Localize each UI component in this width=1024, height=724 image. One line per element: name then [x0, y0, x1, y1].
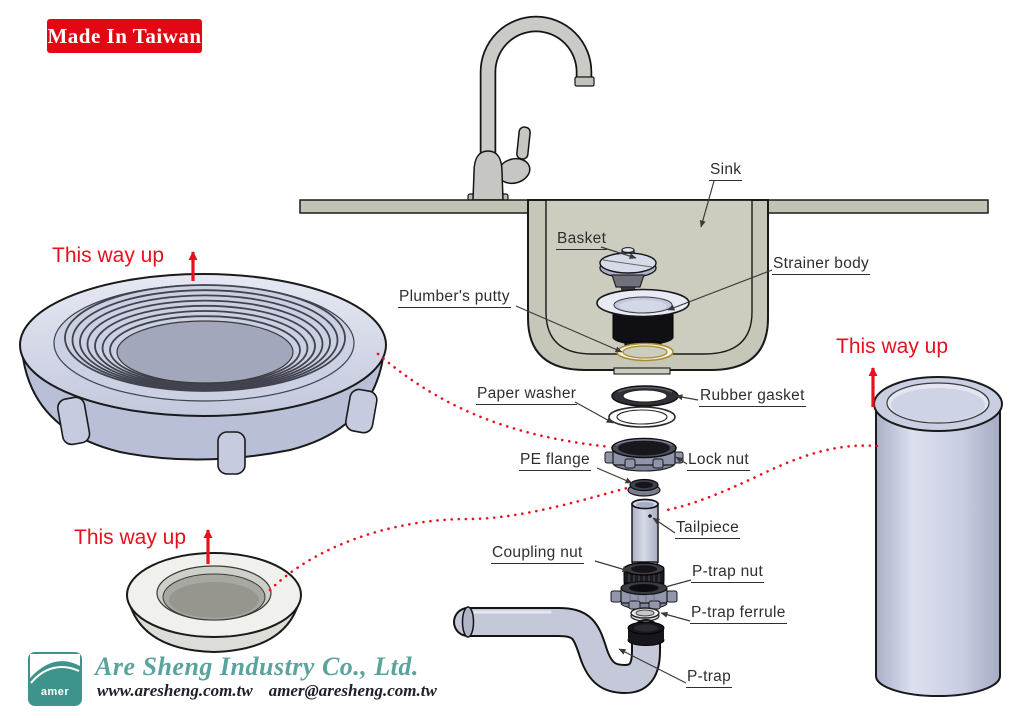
orientation-arrows: [188, 251, 878, 564]
plumbers-putty-part: [616, 342, 674, 362]
leader-lock-nut: [675, 456, 688, 465]
leader-p-trap-ferrule: [660, 611, 691, 622]
this-way-up-note-locknut: This way up: [52, 244, 165, 267]
leader-p-trap-nut: [657, 579, 692, 591]
label-lock-nut: Lock nut: [687, 451, 750, 471]
rubber-gasket-part: [611, 385, 679, 407]
label-coupling-nut: Coupling nut: [491, 544, 584, 564]
sink-basin: [527, 199, 769, 375]
tailpiece-large-illustration: [873, 376, 1003, 697]
label-pe-flange: PE flange: [519, 451, 591, 471]
p-trap-ferrule-part: [630, 607, 660, 622]
faucet-illustration: [467, 15, 595, 202]
leader-plumbers-putty: [515, 305, 623, 353]
dotted-connector-lines: [268, 352, 879, 592]
this-way-up-note-peflange: This way up: [74, 526, 187, 549]
company-email: amer@aresheng.com.tw: [268, 681, 437, 700]
label-plumbers-putty: Plumber's putty: [398, 288, 511, 308]
tailpiece-part: [631, 498, 659, 568]
company-name: Are Sheng Industry Co., Ltd.: [95, 652, 419, 681]
label-strainer-body: Strainer body: [772, 255, 871, 275]
leader-tailpiece: [652, 517, 676, 534]
label-paper-washer: Paper washer: [476, 385, 578, 405]
label-p-trap-nut: P-trap nut: [691, 563, 765, 583]
leader-rubber-gasket: [675, 394, 699, 401]
company-website: www.aresheng.com.tw: [97, 681, 253, 700]
countertop: [299, 199, 989, 214]
leader-strainer-body: [667, 269, 773, 311]
leader-sink: [699, 180, 715, 228]
this-way-up-note-tailpiece: This way up: [836, 335, 949, 358]
leader-lines: [515, 180, 773, 684]
pe-flange-part: [627, 478, 661, 497]
amer-logo-text: amer: [40, 686, 70, 698]
paper-washer-part: [608, 406, 676, 428]
leader-pe-flange: [596, 467, 633, 484]
lock-nut-large-illustration: [19, 273, 387, 475]
p-trap-part: [453, 606, 665, 695]
made-in-taiwan-badge: Made In Taiwan: [47, 19, 202, 53]
dotted-line-tailpiece: [660, 444, 879, 513]
amer-logo-swoosh: [30, 654, 80, 684]
leader-coupling-nut: [594, 560, 630, 573]
dotted-line-peflange: [268, 485, 633, 592]
p-trap-nut-part: [610, 580, 678, 610]
label-p-trap: P-trap: [686, 668, 733, 688]
dotted-line-locknut: [376, 352, 613, 449]
leader-basket: [600, 246, 637, 259]
label-tailpiece: Tailpiece: [675, 519, 741, 539]
leader-paper-washer: [574, 401, 614, 424]
label-p-trap-ferrule: P-trap ferrule: [690, 604, 787, 624]
label-basket: Basket: [556, 230, 608, 250]
company-contact: www.aresheng.com.tw amer@aresheng.com.tw: [97, 681, 437, 701]
pe-flange-large-illustration: [126, 552, 302, 654]
amer-logo: amer: [28, 652, 82, 706]
label-rubber-gasket: Rubber gasket: [699, 387, 806, 407]
lock-nut-part: [604, 437, 684, 472]
leader-p-trap: [618, 648, 687, 684]
label-sink: Sink: [709, 161, 743, 181]
